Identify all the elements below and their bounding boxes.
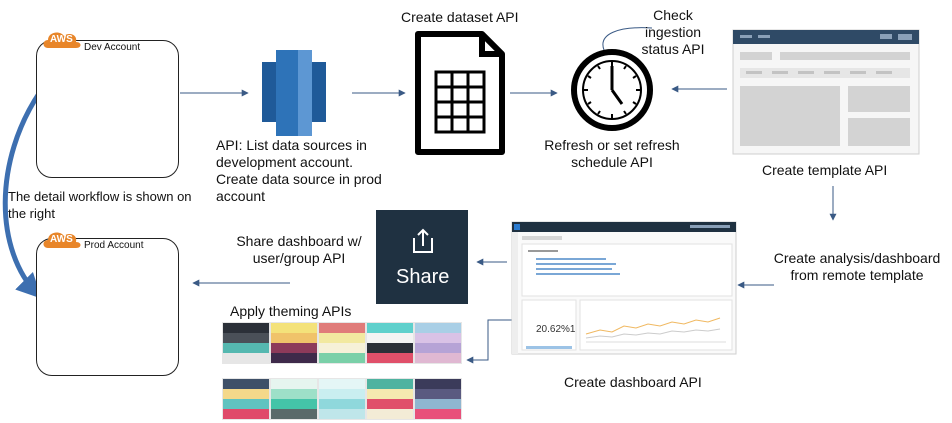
theme-color-band — [223, 343, 269, 353]
theme-color-band — [367, 379, 413, 389]
theme-card — [366, 322, 414, 364]
theme-color-band — [271, 379, 317, 389]
dataset-document-icon — [415, 31, 505, 155]
theme-color-band — [367, 343, 413, 353]
theme-card — [318, 322, 366, 364]
theme-color-band — [223, 323, 269, 333]
theme-color-band — [271, 389, 317, 399]
theme-color-band — [367, 409, 413, 419]
arrow-dashboard-to-theming — [466, 319, 520, 364]
dashboard-preview — [511, 221, 737, 355]
theme-color-band — [223, 409, 269, 419]
theme-color-band — [415, 333, 461, 343]
theme-color-band — [415, 389, 461, 399]
theme-color-band — [415, 399, 461, 409]
share-tile — [376, 210, 468, 304]
theme-color-band — [415, 353, 461, 363]
theme-card — [270, 378, 318, 420]
theme-color-band — [319, 343, 365, 353]
share-tile-label: Share — [396, 266, 450, 288]
theme-color-band — [223, 399, 269, 409]
theme-card — [270, 322, 318, 364]
theme-color-band — [319, 379, 365, 389]
theme-color-band — [319, 353, 365, 363]
theme-color-band — [319, 389, 365, 399]
theme-color-band — [367, 353, 413, 363]
arrow-check-ingestion-curve — [602, 27, 653, 51]
theme-color-band — [271, 343, 317, 353]
label-refresh-schedule: Refresh or set refresh schedule API — [544, 137, 680, 170]
theme-color-band — [271, 409, 317, 419]
aws-cloud-icon-prod: AWS — [42, 230, 82, 250]
theme-card — [222, 378, 270, 420]
aws-cloud-icon-dev: AWS — [42, 30, 82, 50]
theme-color-band — [319, 409, 365, 419]
theme-card — [366, 378, 414, 420]
theme-color-band — [223, 353, 269, 363]
redshift-large-icon — [262, 50, 326, 136]
theme-color-band — [223, 333, 269, 343]
theme-color-band — [271, 353, 317, 363]
aws-badge-text: AWS — [50, 34, 73, 45]
dev-account-title: Dev Account — [84, 42, 141, 53]
theme-card — [318, 378, 366, 420]
theme-color-band — [223, 389, 269, 399]
theme-color-band — [367, 323, 413, 333]
theme-color-band — [271, 399, 317, 409]
label-create-template: Create template API — [762, 162, 888, 178]
theme-color-band — [415, 409, 461, 419]
theme-color-band — [319, 399, 365, 409]
theme-color-band — [319, 323, 365, 333]
theme-color-band — [415, 323, 461, 333]
prod-account-title: Prod Account — [84, 240, 144, 251]
label-apply-theming: Apply theming APIs — [230, 303, 352, 319]
theme-color-band — [271, 333, 317, 343]
template-wireframe — [732, 29, 920, 155]
theme-color-band — [367, 389, 413, 399]
label-create-dataset: Create dataset API — [401, 9, 519, 25]
theme-color-band — [415, 343, 461, 353]
arrow-dev-to-prod-curve — [2, 90, 43, 299]
label-share-dashboard: Share dashboard w/ user/group API — [236, 233, 362, 266]
share-icon-overlay — [413, 228, 433, 253]
theme-color-band — [367, 333, 413, 343]
label-create-dashboard: Create dashboard API — [564, 374, 702, 390]
clock-icon — [571, 49, 653, 131]
workflow-note: The detail workflow is shown on the righ… — [8, 189, 192, 221]
theme-color-band — [223, 379, 269, 389]
label-create-analysis: Create analysis/dashboard from remote te… — [773, 250, 941, 283]
theme-card — [414, 322, 462, 364]
label-list-data-sources: API: List data sources in development ac… — [216, 137, 382, 204]
theme-card — [222, 322, 270, 364]
prod-account-box — [36, 238, 179, 376]
label-check-ingestion: Check ingestion status API — [641, 7, 705, 57]
theme-color-band — [367, 399, 413, 409]
dev-account-box — [36, 40, 179, 178]
theme-card — [414, 378, 462, 420]
aws-badge-text: AWS — [50, 234, 73, 245]
theme-color-band — [319, 333, 365, 343]
dashboard-kpi-value: 20.62%1 — [536, 324, 576, 335]
theme-color-band — [271, 323, 317, 333]
theme-color-band — [415, 379, 461, 389]
